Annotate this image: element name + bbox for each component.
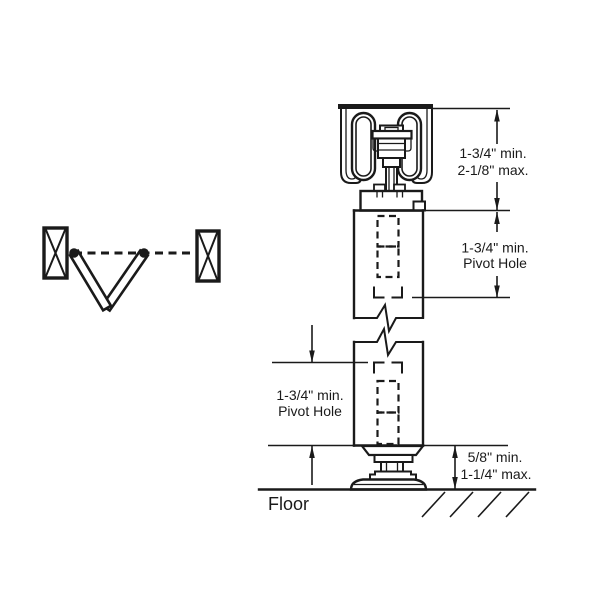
jamb-pivot-point: [69, 248, 79, 258]
track-top-bar: [338, 104, 433, 109]
door-lower-section: [352, 325, 425, 447]
dim-label: 1-3/4" min.: [276, 387, 343, 403]
right-jamb-symbol: [195, 229, 221, 283]
arrow-down-icon: [452, 477, 458, 489]
folded-door-panels: [68, 248, 150, 313]
dim-bottom-pivot-hole: 1-3/4" min. Pivot Hole: [276, 325, 344, 485]
dim-label: 2-1/8" max.: [457, 162, 528, 178]
arrow-up-icon: [494, 109, 500, 122]
dim-label: 1-3/4" min.: [461, 240, 528, 256]
bottom-pivot-hole-dashed: [373, 361, 403, 446]
arrow-up-icon: [494, 212, 500, 224]
arrow-up-icon: [309, 446, 315, 458]
top-pivot-track-assembly: [338, 104, 433, 212]
pivot-stem: [380, 461, 404, 473]
dim-label: Pivot Hole: [463, 255, 527, 271]
bottom-pivot-assembly: [349, 444, 428, 491]
arrow-up-icon: [452, 446, 458, 458]
dim-top-pivot-hole: 1-3/4" min. Pivot Hole: [461, 212, 529, 298]
arrow-down-icon: [494, 285, 500, 298]
guide-pivot-point: [139, 248, 149, 258]
top-pivot-hole-dashed: [373, 214, 403, 299]
floor-label: Floor: [268, 494, 309, 514]
arrow-down-icon: [309, 350, 315, 363]
break-line-upper: [353, 302, 424, 335]
dimension-lines: 1-3/4" min. 2-1/8" max. 1-3/4" min. Pivo…: [268, 107, 532, 489]
plan-view-bifold-doors: [42, 226, 221, 313]
floor-hatching: [421, 491, 530, 518]
dim-label: 1-1/4" max.: [460, 466, 531, 482]
break-line-lower: [353, 325, 424, 358]
door-upper-section: [352, 209, 425, 335]
hanger-bracket: [371, 124, 413, 192]
bottom-bracket-plate: [359, 444, 426, 457]
dim-label: 5/8" min.: [468, 449, 523, 465]
floor: Floor: [257, 488, 537, 518]
dim-label: Pivot Hole: [278, 403, 342, 419]
dim-label: 1-3/4" min.: [459, 145, 526, 161]
dim-track-clearance: 1-3/4" min. 2-1/8" max.: [457, 109, 529, 210]
dim-floor-clearance: 5/8" min. 1-1/4" max.: [452, 446, 532, 489]
arrow-down-icon: [494, 198, 500, 210]
left-roller: [350, 111, 377, 182]
left-jamb-symbol: [42, 226, 69, 280]
plate-notch: [412, 200, 426, 212]
door-panel-left: [68, 248, 113, 313]
